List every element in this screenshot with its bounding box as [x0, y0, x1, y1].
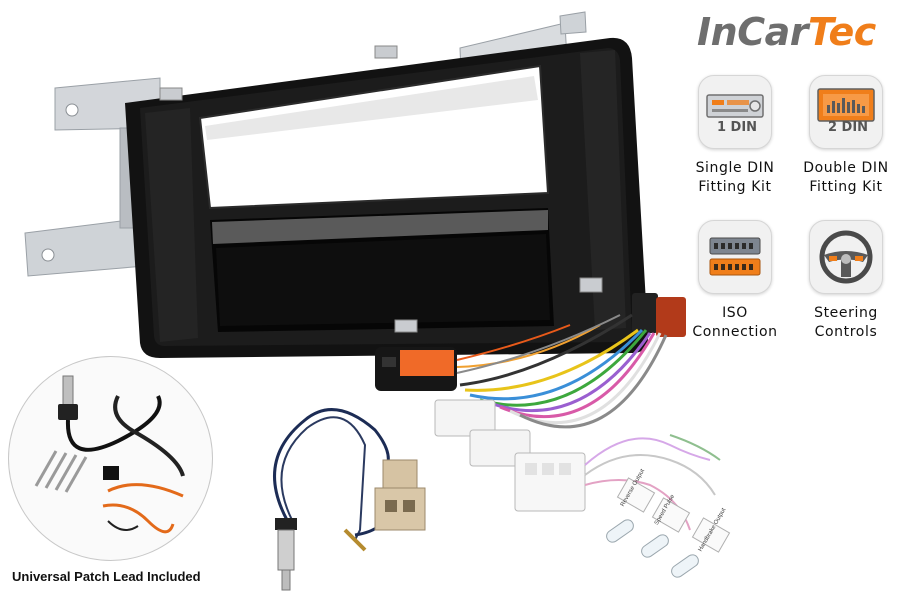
feature-iso: ISO Connection	[675, 220, 795, 342]
fascia-panel	[24, 11, 648, 358]
double-din-badge: 2 DIN	[827, 120, 869, 135]
feature-iso-line1: ISO	[722, 305, 748, 321]
feature-steering-line2: Controls	[814, 324, 878, 340]
radio-2din-icon	[809, 75, 883, 149]
feature-steering-label: Steering Controls	[786, 304, 900, 342]
steering-interface-harness	[375, 293, 731, 578]
feature-double-din-line2: Fitting Kit	[809, 179, 883, 195]
brand-logo-part-b: Tec	[807, 10, 876, 54]
radio-1din-icon	[698, 75, 772, 149]
feature-single-din: Single DIN Fitting Kit	[675, 75, 795, 197]
patch-lead-illustration	[34, 375, 185, 534]
patch-lead-caption: Universal Patch Lead Included	[12, 569, 201, 584]
feature-single-din-line1: Single DIN	[695, 160, 775, 176]
steering-wheel-icon	[809, 220, 883, 294]
feature-steering-line1: Steering	[814, 305, 878, 321]
patch-lead-circle	[8, 356, 213, 561]
iso-connector-icon	[698, 220, 772, 294]
feature-iso-label: ISO Connection	[675, 304, 795, 342]
feature-single-din-label: Single DIN Fitting Kit	[675, 159, 795, 197]
aerial-adaptor	[273, 408, 426, 591]
feature-steering: Steering Controls	[786, 220, 900, 342]
feature-single-din-line2: Fitting Kit	[698, 179, 772, 195]
feature-iso-line2: Connection	[692, 324, 778, 340]
single-din-badge: 1 DIN	[716, 120, 758, 135]
feature-double-din-line1: Double DIN	[803, 160, 889, 176]
feature-double-din-label: Double DIN Fitting Kit	[786, 159, 900, 197]
feature-double-din: Double DIN Fitting Kit	[786, 75, 900, 197]
brand-logo: InCarTec	[697, 10, 876, 54]
brand-logo-part-a: InCar	[697, 10, 808, 54]
